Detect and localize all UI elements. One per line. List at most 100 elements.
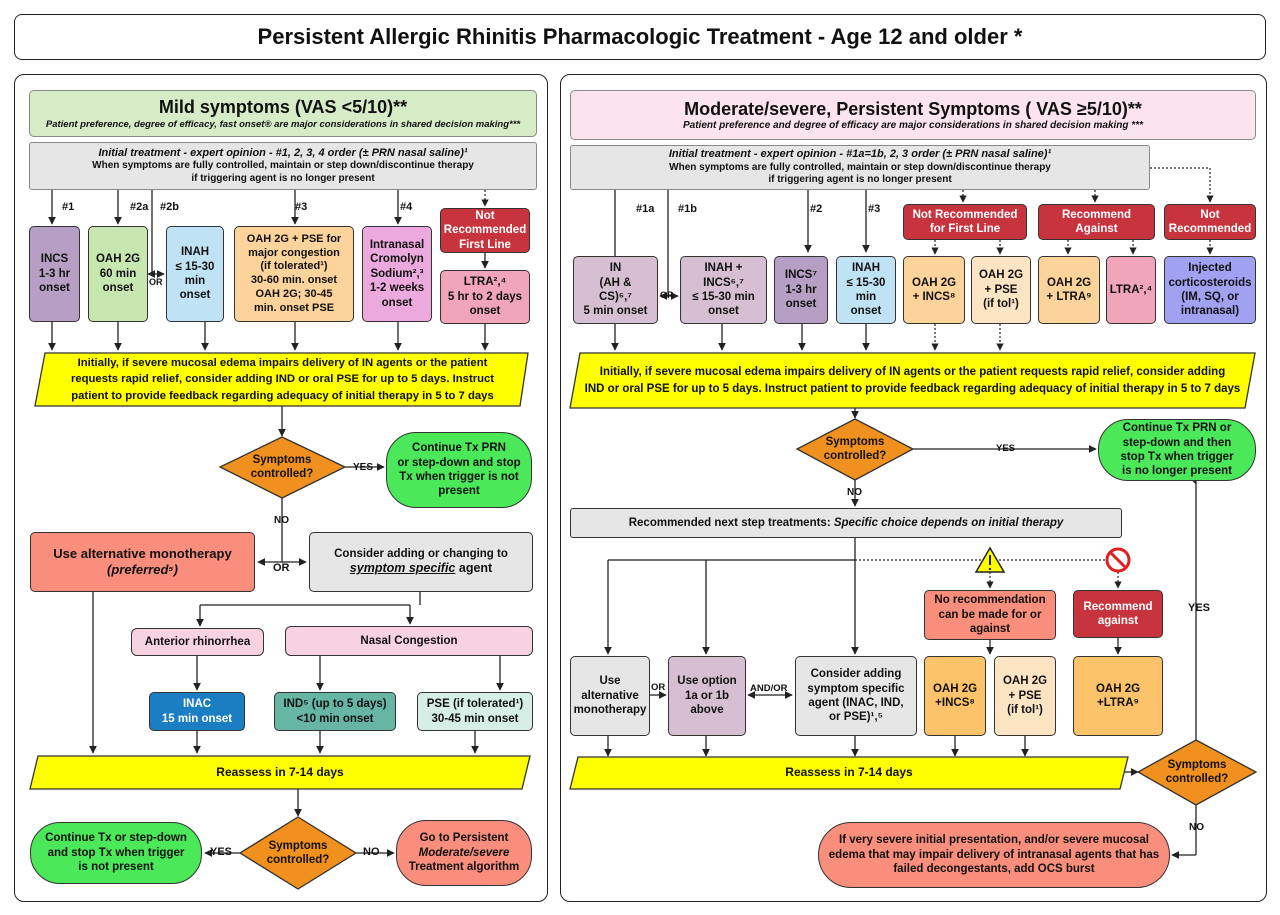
cont2-l2: and stop Tx when trigger bbox=[47, 846, 185, 859]
inahincs-l3: ≤ 15-30 min bbox=[692, 291, 755, 303]
mucosal-l2: requests rapid relief, consider adding I… bbox=[70, 373, 495, 386]
label-3r: #3 bbox=[868, 203, 881, 215]
oah-pse-box-r: OAH 2G+ PSE(if tol¹) bbox=[971, 256, 1031, 324]
or-label-2: OR bbox=[273, 562, 290, 574]
mild-initial-treatment: Initial treatment - expert opinion - #1,… bbox=[29, 142, 537, 190]
oahpse-l1: OAH 2G + PSE for bbox=[246, 232, 342, 245]
oah-pse-box-2: OAH 2G+ PSE(if tol¹) bbox=[994, 656, 1056, 736]
moderate-initial-treatment: Initial treatment - expert opinion - #1a… bbox=[570, 145, 1150, 190]
csym-l4: or PSE)¹,⁵ bbox=[829, 711, 883, 724]
norec-l1: No recommendation bbox=[934, 594, 1046, 607]
ind-l2: <10 min onset bbox=[296, 712, 374, 725]
ra-l2: Against bbox=[1075, 223, 1118, 235]
oah-ltra-box: OAH 2G+ LTRA⁹ bbox=[1038, 256, 1100, 324]
mcont1-l1: Continue Tx PRN or bbox=[1122, 422, 1232, 435]
no-label-2: NO bbox=[363, 846, 380, 858]
oah-incs-box: OAH 2G+ INCS⁸ bbox=[903, 256, 965, 324]
cromolyn-l4: 1-2 weeks bbox=[369, 282, 425, 295]
cromolyn-l2: Cromolyn bbox=[370, 253, 424, 266]
cont1-l4: present bbox=[438, 485, 480, 498]
mmucosal-l2: IND or oral PSE for up to 5 days. Instru… bbox=[584, 382, 1241, 395]
oahpse-l4: 30-60 min. onset bbox=[250, 274, 338, 286]
goto-l1: Go to Persistent bbox=[419, 832, 509, 845]
yes-label-r: YES bbox=[996, 443, 1016, 454]
ind-box: IND⁵ (up to 5 days)<10 min onset bbox=[274, 692, 396, 731]
oahpse-l5: OAH 2G; 30-45 bbox=[255, 287, 333, 300]
mcont1-l2: step-down and then bbox=[1122, 436, 1232, 449]
inj-l3: (IM, SQ, or bbox=[1181, 291, 1239, 303]
csym-l3: agent (INAC, IND, bbox=[808, 697, 904, 709]
ocs-l3: failed decongestants, add OCS burst bbox=[893, 863, 1095, 876]
inahr-l2: ≤ 15-30 bbox=[846, 276, 886, 289]
nextstep-a: Recommended next step treatments: bbox=[628, 516, 834, 529]
ocs-l1: If very severe initial presentation, and… bbox=[839, 834, 1149, 847]
pse-l1: PSE (if tolerated¹) bbox=[426, 698, 524, 711]
mild-initial-l1: Initial treatment - expert opinion - #1,… bbox=[98, 146, 468, 159]
pse-box: PSE (if tolerated¹)30-45 min onset bbox=[417, 692, 533, 731]
ltra-l3: onset bbox=[469, 305, 501, 318]
oahpse-l2: major congestion bbox=[248, 246, 340, 259]
csym-l2: symptom specific bbox=[807, 682, 905, 695]
inah-l2: ≤ 15-30 bbox=[175, 260, 215, 273]
mcont1-l4: is no longer present bbox=[1122, 465, 1232, 478]
or-label-r2: OR bbox=[651, 682, 666, 693]
inahincs-l1: INAH + bbox=[704, 262, 743, 275]
notrec-l2: Recommended bbox=[443, 224, 527, 237]
label-2a: #2a bbox=[130, 201, 149, 213]
label-4: #4 bbox=[400, 201, 413, 213]
cont2-l1: Continue Tx or step-down bbox=[45, 832, 187, 845]
ind-l1: IND⁵ (up to 5 days) bbox=[283, 698, 387, 711]
useopt-l1: Use option bbox=[677, 675, 737, 688]
label-3: #3 bbox=[295, 201, 308, 213]
or-label-r: OR bbox=[660, 290, 674, 300]
ocs-l2: edema that may impair delivery of intran… bbox=[828, 848, 1160, 861]
incsr-l2: 1-3 hr bbox=[785, 283, 817, 296]
consider-l2b: agent bbox=[455, 561, 493, 576]
inahincs-l4: onset bbox=[708, 305, 739, 318]
oahpser-l1: OAH 2G bbox=[978, 269, 1024, 282]
oahpse-l6: min. onset PSE bbox=[253, 301, 335, 314]
oahincs2-l1: OAH 2G bbox=[932, 682, 978, 695]
mdec1-l1: Symptoms bbox=[825, 435, 885, 448]
mild-title: Mild symptoms (VAS <5/10)** bbox=[158, 97, 408, 118]
mild-initial-l3: if triggering agent is no longer present bbox=[191, 172, 375, 184]
moderate-panel bbox=[560, 74, 1267, 902]
cont1-l1: Continue Tx PRN bbox=[412, 442, 506, 455]
title-text: Persistent Allergic Rhinitis Pharmacolog… bbox=[257, 24, 1023, 50]
oah-incs-box-2: OAH 2G+INCS⁸ bbox=[924, 656, 986, 736]
oahpse-l3: (if tolerated¹) bbox=[260, 260, 328, 273]
mucosal-l1: Initially, if severe mucosal edema impai… bbox=[77, 356, 488, 369]
mmucosal-l1: Initially, if severe mucosal edema impai… bbox=[599, 365, 1226, 378]
yes-label-2: YES bbox=[210, 846, 233, 858]
oahltra2-l1: OAH 2G bbox=[1095, 682, 1141, 695]
useopt-l2: 1a or 1b bbox=[684, 689, 730, 702]
ltra-box-r: LTRA²,⁴ bbox=[1106, 256, 1156, 324]
inah-l1: INAH bbox=[180, 246, 210, 259]
mild-subtitle: Patient preference, degree of efficacy, … bbox=[45, 118, 521, 130]
reassess-text: Reassess in 7-14 days bbox=[216, 764, 344, 779]
maltmono-l1: Use bbox=[599, 675, 621, 688]
nr-l2: Recommended bbox=[1168, 223, 1252, 235]
cont2-l3: is not present bbox=[78, 861, 154, 874]
nrf-l1: Not Recommended bbox=[912, 208, 1018, 221]
mod-initial-l3: if triggering agent is no longer present bbox=[768, 174, 952, 186]
maltmono-l3: monotherapy bbox=[573, 704, 647, 717]
anterior-text: Anterior rhinorrhea bbox=[144, 635, 251, 648]
no-label: NO bbox=[274, 515, 289, 526]
ra2-l2: against bbox=[1097, 615, 1139, 627]
